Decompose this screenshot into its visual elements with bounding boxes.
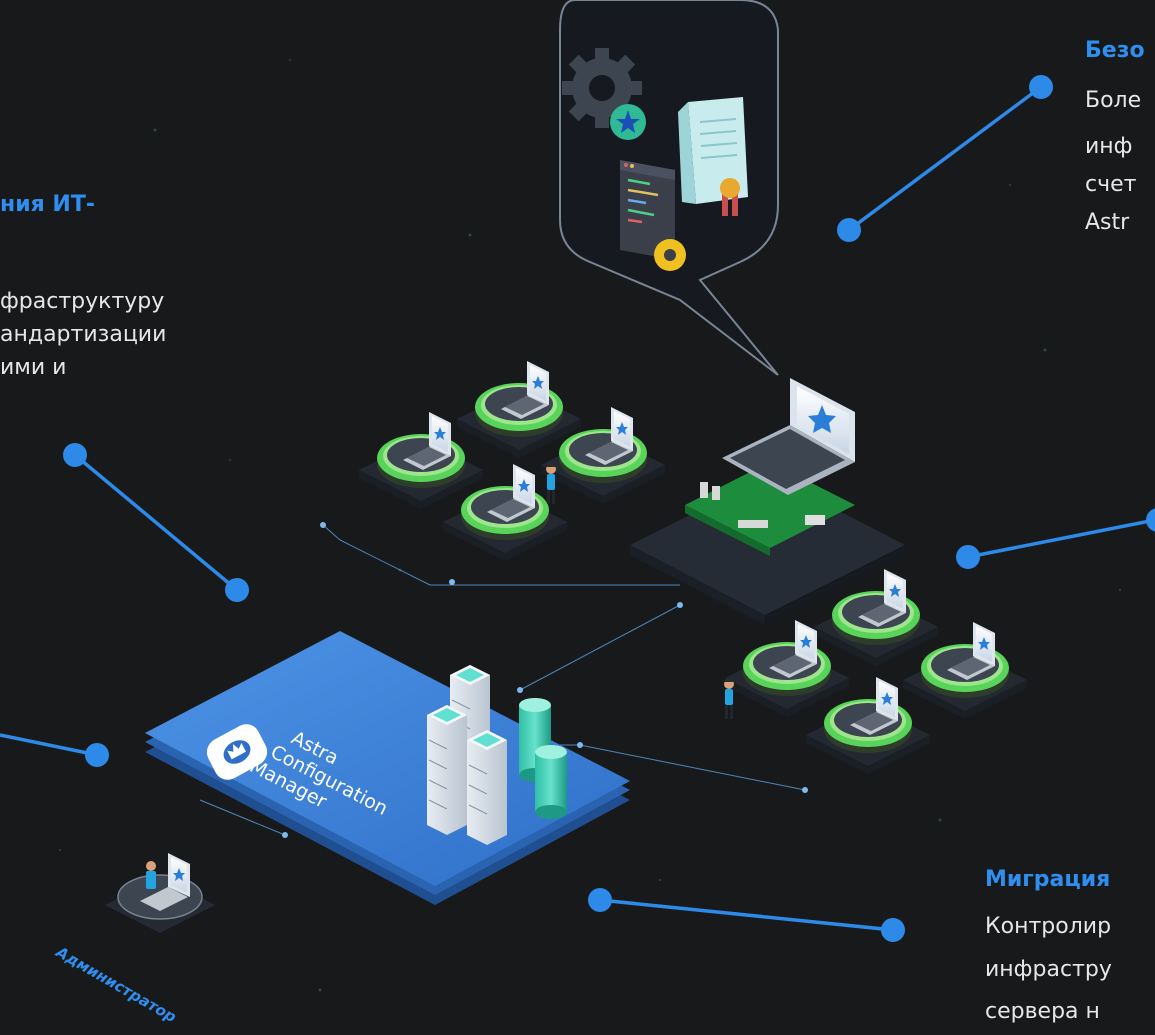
top-right-line-3: счет bbox=[1085, 172, 1137, 197]
callout-dot-right bbox=[956, 545, 980, 569]
callout-dot-left bbox=[85, 743, 109, 767]
top-right-line-2: инф bbox=[1085, 134, 1133, 159]
callout-line-security bbox=[847, 85, 1043, 232]
top-left-line-1: фраструктуру bbox=[0, 289, 165, 314]
callout-line-migration bbox=[599, 898, 894, 932]
bottom-right-line-3: сервера н bbox=[985, 999, 1100, 1024]
certificate-icon bbox=[678, 97, 748, 216]
callout-dot-right-edge bbox=[1146, 508, 1155, 532]
callout-line-left bbox=[0, 733, 98, 757]
admin-label: Администратор bbox=[52, 942, 179, 1026]
top-right-line-4: Astr bbox=[1085, 210, 1130, 235]
callout-dot-standardization-end bbox=[63, 443, 87, 467]
callout-dot-standardization-start bbox=[225, 578, 249, 602]
server-rack-icon bbox=[427, 665, 567, 845]
callout-line-right bbox=[967, 518, 1155, 559]
bottom-right-line-1: Контролир bbox=[985, 914, 1112, 939]
policy-bubble bbox=[559, 0, 779, 376]
top-left-heading: ния ИТ- bbox=[0, 192, 95, 217]
top-right-line-1: Боле bbox=[1085, 88, 1142, 113]
code-window-icon bbox=[620, 160, 686, 271]
callout-dot-security-end bbox=[1029, 75, 1053, 99]
user-figure-1 bbox=[546, 463, 556, 504]
gear-icon bbox=[562, 48, 646, 140]
acm-platform: Astra Configuration Manager bbox=[145, 631, 630, 905]
callout-dot-migration-end bbox=[881, 918, 905, 942]
user-figure-2 bbox=[724, 678, 734, 719]
callout-line-standardization bbox=[73, 453, 239, 592]
top-left-line-2: андартизации bbox=[0, 322, 167, 347]
workstation-1 bbox=[457, 361, 581, 458]
callout-dot-security-start bbox=[837, 218, 861, 242]
callout-dot-migration-start bbox=[588, 888, 612, 912]
admin-workstation bbox=[630, 378, 905, 625]
bottom-right-heading: Миграция bbox=[985, 867, 1111, 892]
astra-logo-icon bbox=[206, 724, 268, 780]
bottom-right-line-2: инфрастру bbox=[985, 957, 1112, 982]
admin-laptop bbox=[105, 853, 215, 933]
top-right-heading: Безо bbox=[1085, 38, 1145, 63]
top-left-line-3: ими и bbox=[0, 355, 67, 380]
